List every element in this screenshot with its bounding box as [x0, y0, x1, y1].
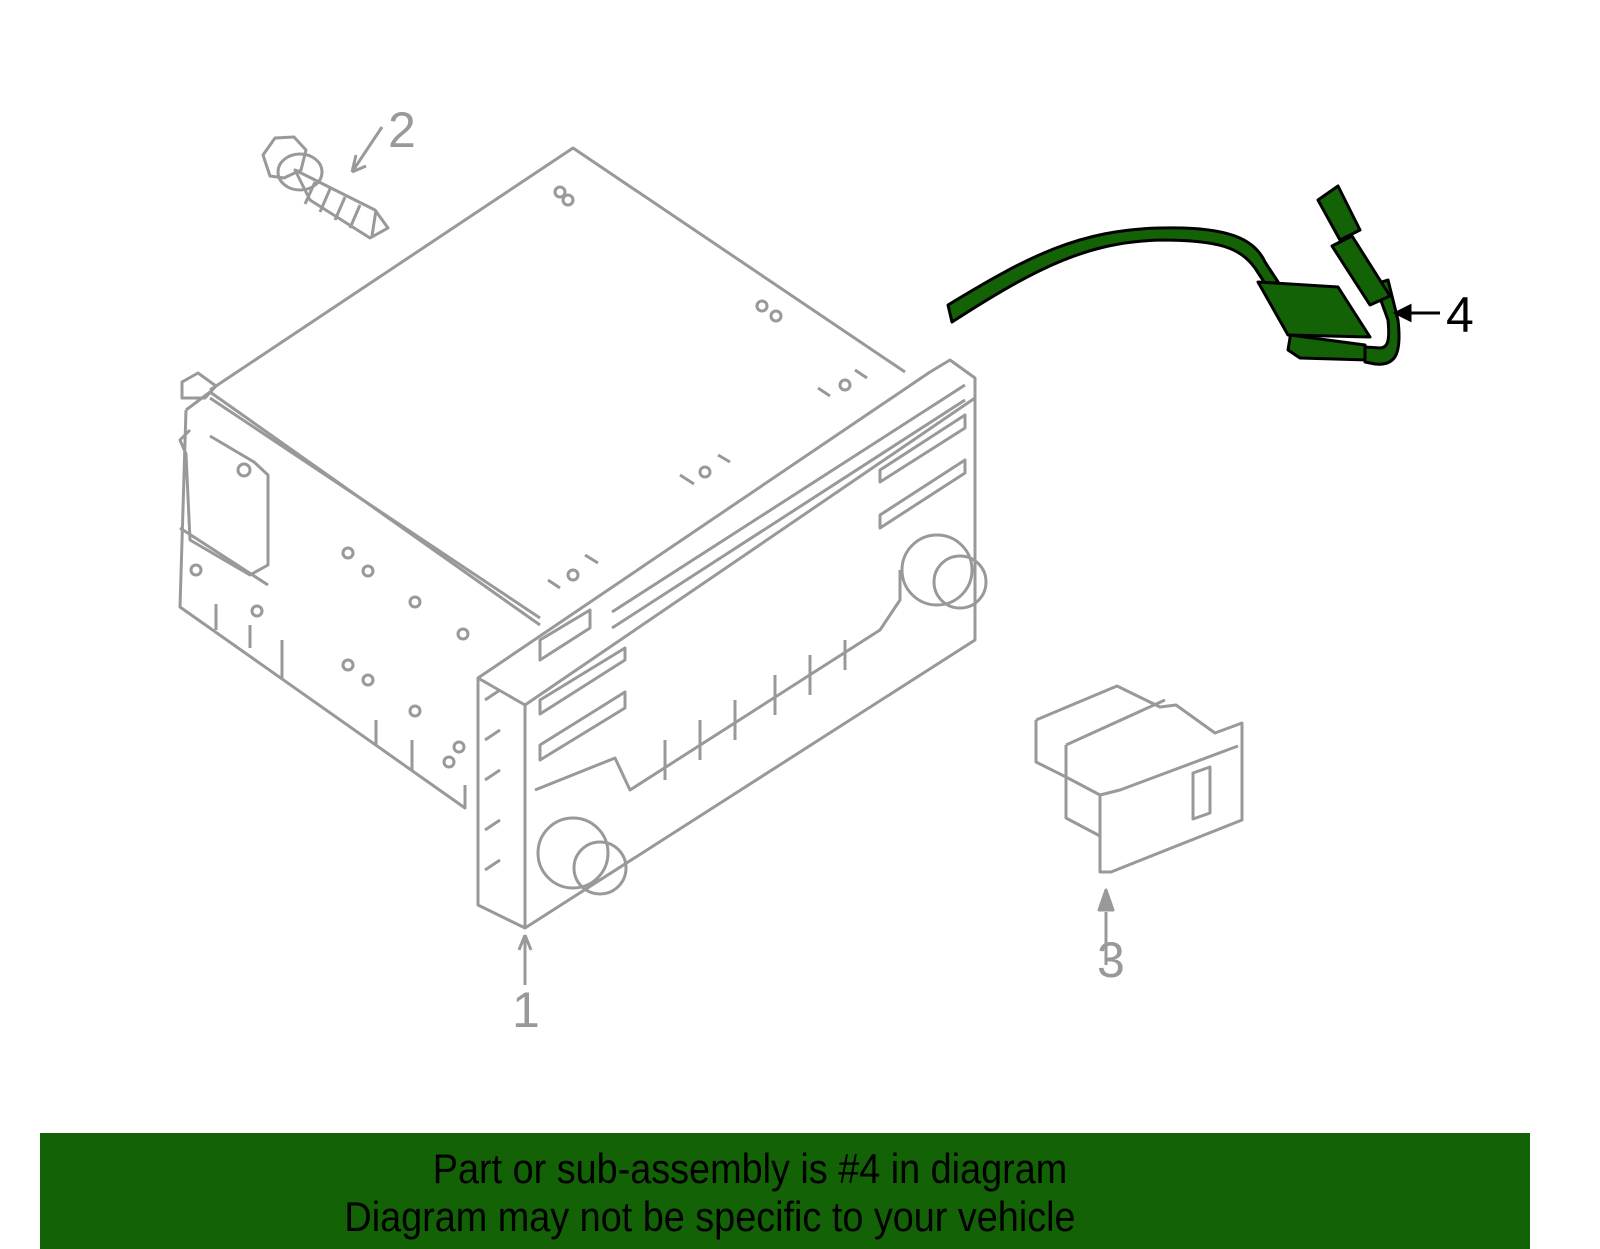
wire-harness-part [946, 184, 1401, 366]
banner-line-disclaimer: Diagram may not be specific to your vehi… [344, 1193, 1076, 1240]
info-banner: Part or sub-assembly is #4 in diagram Di… [40, 1133, 1530, 1249]
callout-4: 4 [1446, 287, 1474, 343]
radio-unit-part [178, 146, 988, 985]
banner-line-part-number: Part or sub-assembly is #4 in diagram [432, 1145, 1068, 1192]
callout-2: 2 [388, 102, 416, 158]
callout-1: 1 [512, 982, 540, 1038]
bolt-part [261, 126, 390, 240]
connector-part [1034, 684, 1244, 965]
callout-3: 3 [1097, 932, 1125, 988]
